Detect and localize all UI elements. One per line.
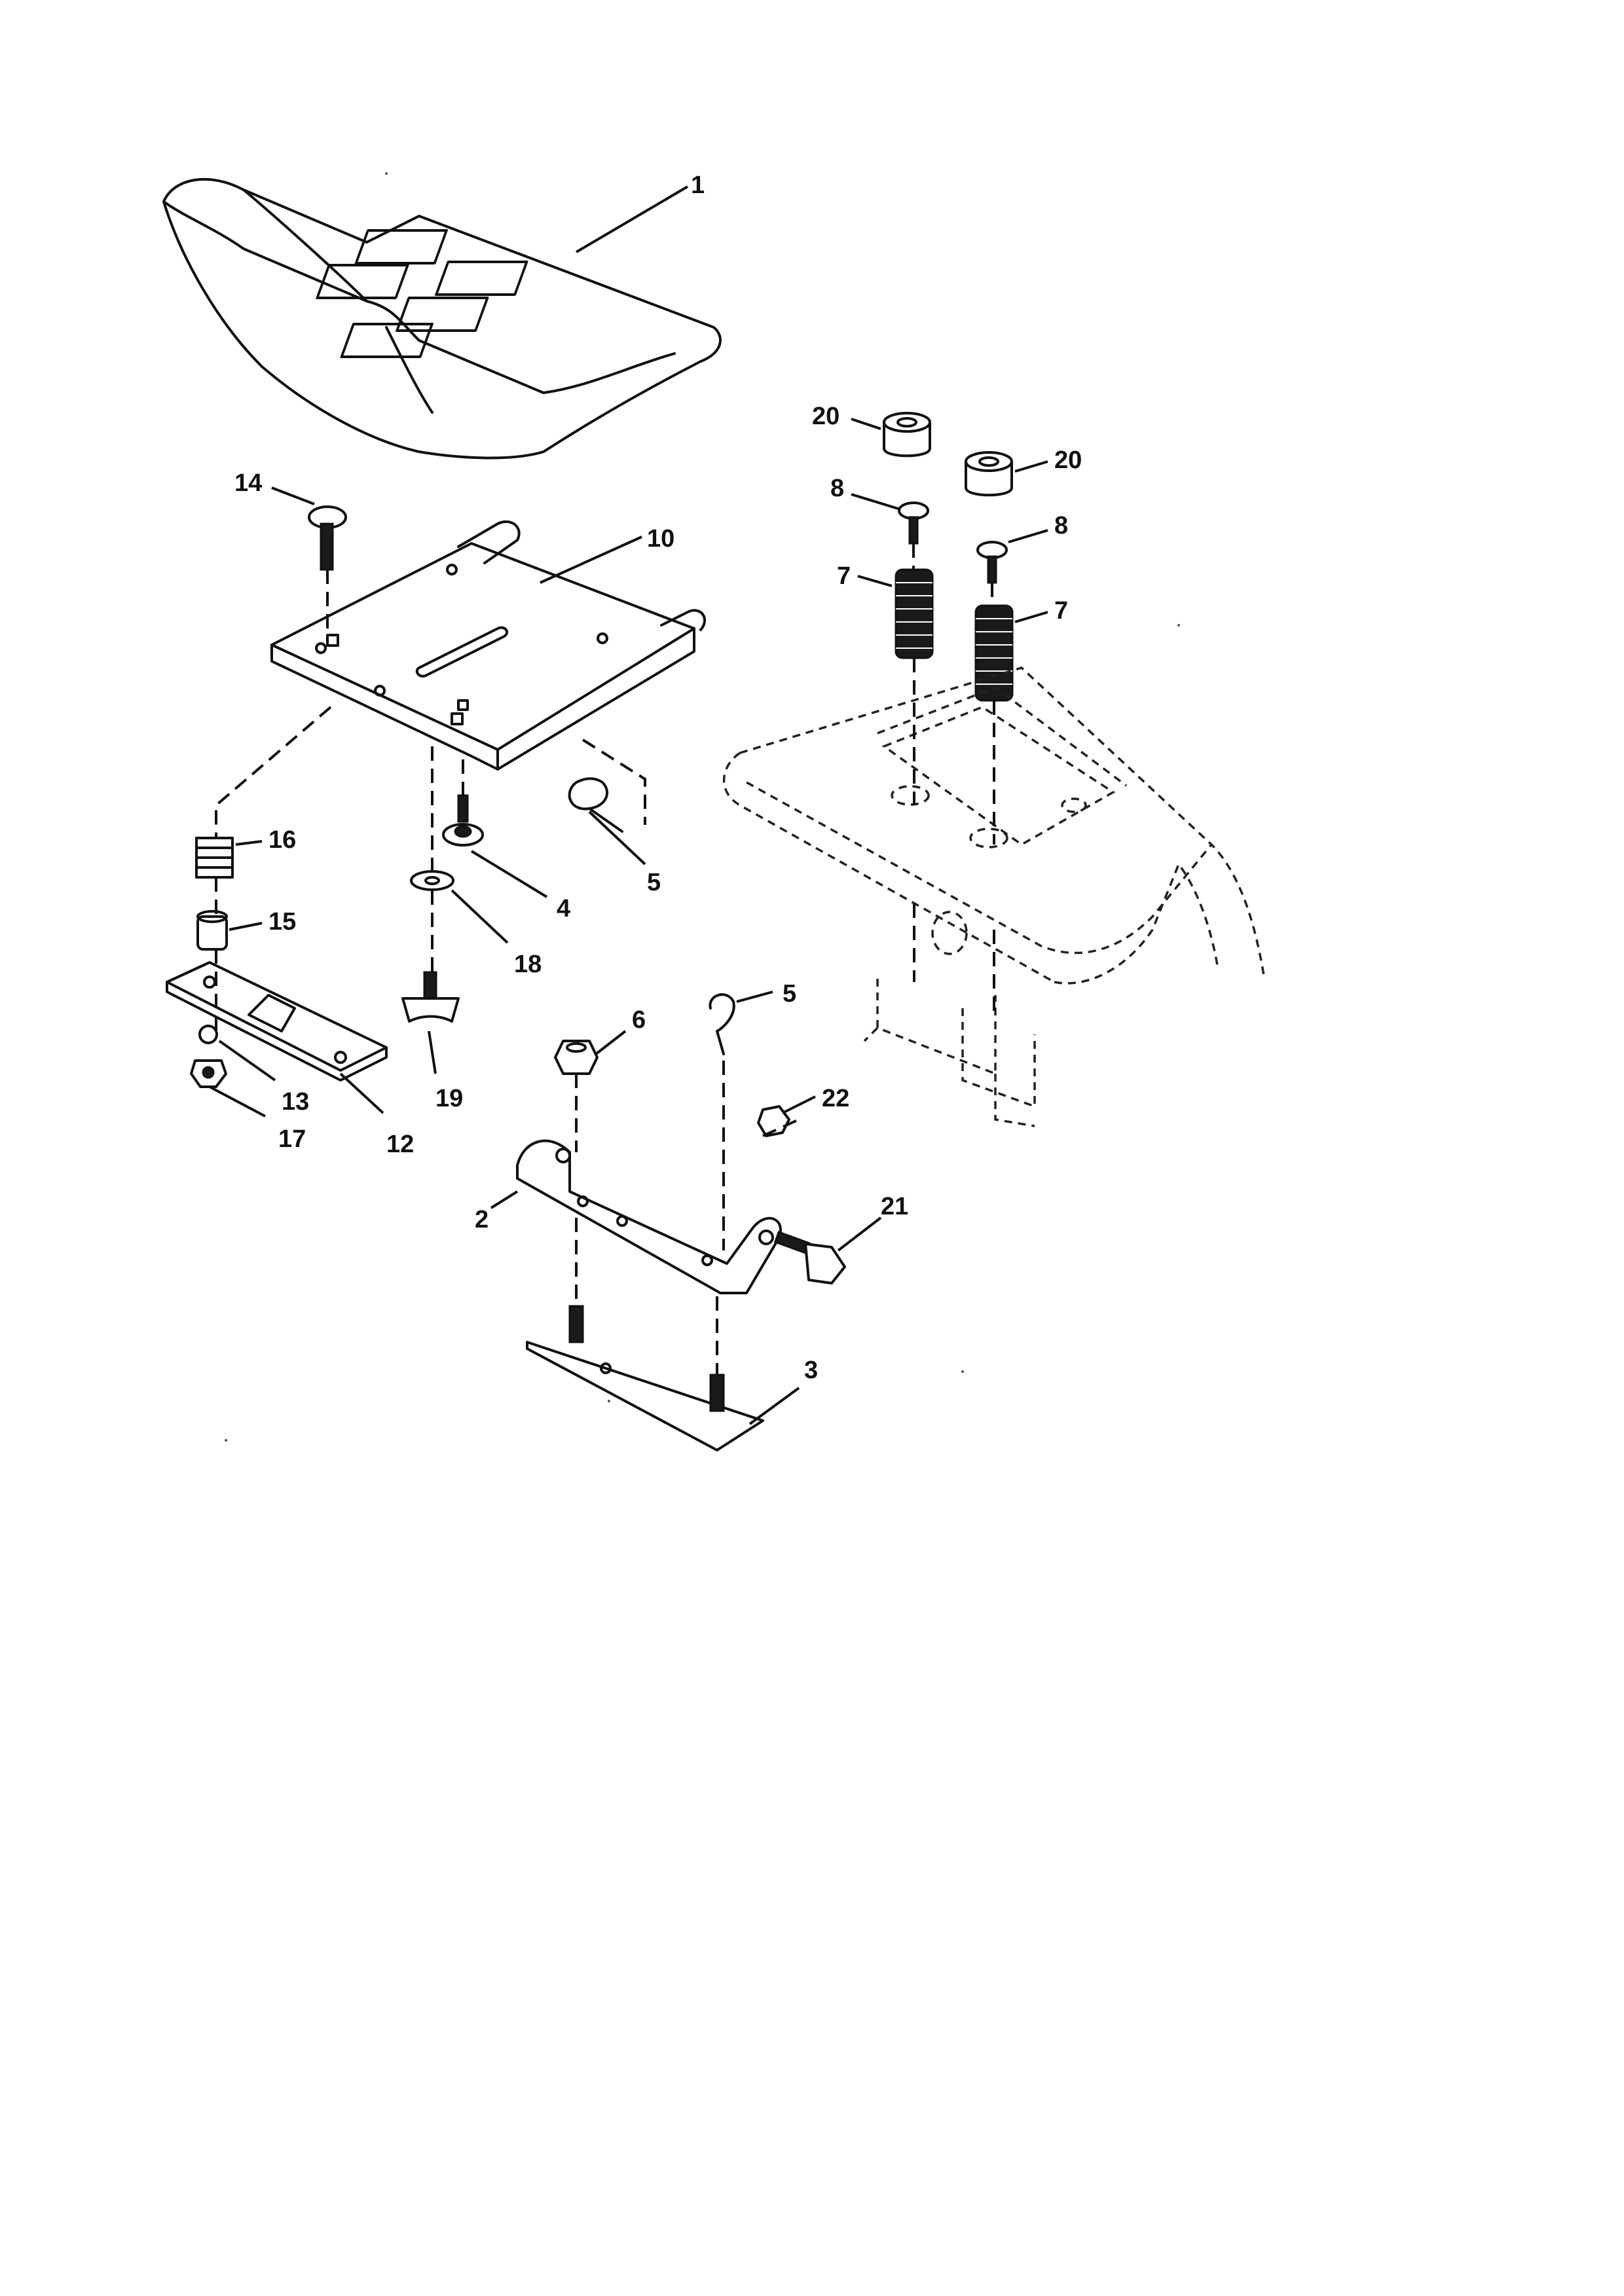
callout-15: 15 [268,908,296,936]
carriage-bolt [308,505,347,571]
spacer-right [965,451,1013,497]
adjustment-knob [401,971,460,1023]
callout-6: 6 [632,1006,646,1034]
hairpin-clip-lower [709,993,735,1055]
pivot-bracket [516,1139,782,1294]
callout-22: 22 [822,1085,849,1112]
spring-right [974,604,1014,702]
assembly-lines [215,543,995,1375]
leader-lines [209,185,1048,1425]
callout-2: 2 [475,1206,489,1233]
nut-small [198,1025,218,1044]
screw-left [898,501,929,545]
callout-3: 3 [804,1357,818,1384]
callout-labels: 1 14 10 20 20 8 8 7 7 16 15 4 5 18 19 13… [234,172,1082,1384]
spacer-left [883,412,931,458]
callout-8-right: 8 [1054,512,1068,539]
shoulder-bolt [442,794,484,847]
seat-pan [270,520,706,771]
callout-5-upper: 5 [647,869,661,896]
callout-19: 19 [435,1085,463,1112]
callout-17: 17 [278,1125,306,1153]
callout-21: 21 [881,1193,908,1220]
callout-20-left: 20 [812,403,840,430]
screw-right [976,541,1008,584]
callout-20-right: 20 [1054,446,1082,474]
nut-22 [757,1105,800,1137]
hairpin-clip-upper [568,738,646,833]
seat [162,177,722,460]
hex-nut [554,1040,599,1075]
callout-10: 10 [647,525,674,553]
callout-7-right: 7 [1054,597,1068,625]
callout-7-left: 7 [837,562,851,590]
tractor-fender-outline [722,666,1265,1127]
callout-18: 18 [514,951,542,978]
callout-13: 13 [282,1088,309,1116]
callout-12: 12 [386,1131,414,1158]
callout-5-lower: 5 [783,980,796,1008]
callout-4: 4 [557,895,570,922]
scan-specks [225,172,1180,1442]
callout-14: 14 [234,469,262,497]
callout-16: 16 [268,826,296,854]
bushing [196,910,228,951]
mounting-plate [526,1305,764,1451]
shoulder-bolt-21 [773,1231,846,1285]
lock-nut [190,1059,227,1088]
flat-washer [410,870,454,891]
spring-left [895,568,934,659]
spring-small [195,837,234,879]
callout-8-left: 8 [830,475,844,502]
adjustment-bracket [166,961,388,1082]
callout-1: 1 [691,172,705,199]
